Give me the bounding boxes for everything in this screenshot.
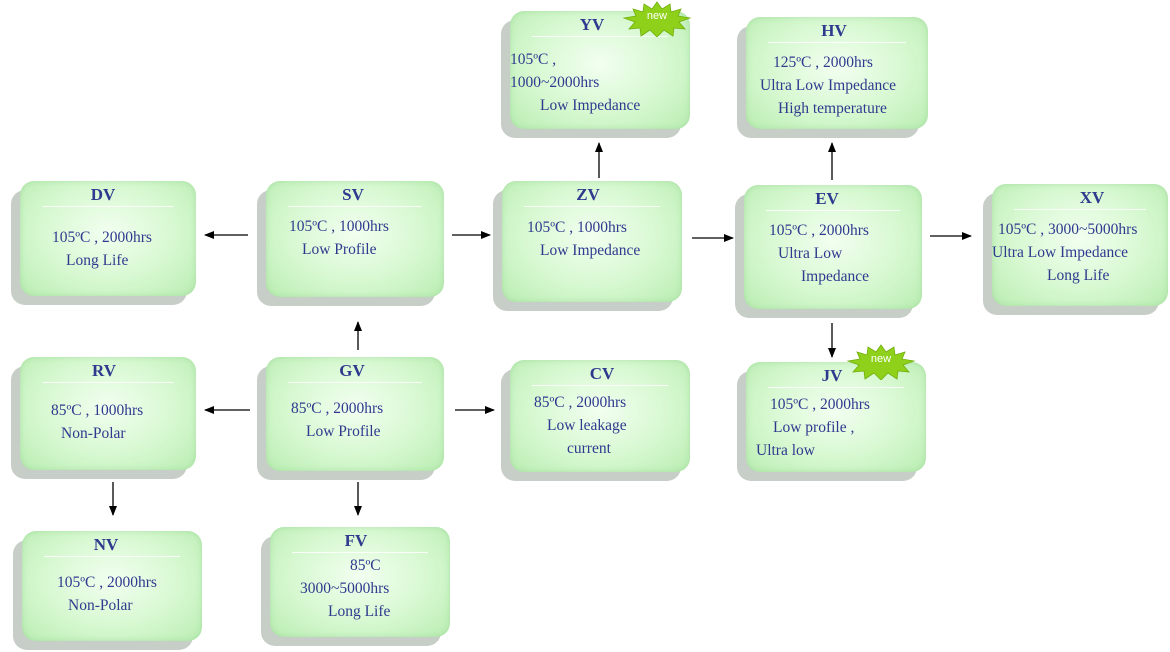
node-yv-line-3: Low Impedance [540, 97, 641, 114]
new-badge: new [622, 1, 692, 37]
node-cv-line-3: current [567, 440, 611, 457]
node-ev-line-2: Ultra Low [778, 245, 843, 262]
node-sv-title: SV [342, 185, 364, 204]
node-sv-line-2: Low Profile [302, 241, 377, 258]
new-badge: new [846, 344, 916, 380]
node-dv: DV 105ºC , 2000hrs Long Life [11, 181, 196, 305]
node-gv-title: GV [339, 361, 365, 380]
node-cv: CV 85ºC , 2000hrs Low leakage current [501, 360, 690, 481]
node-yv-line-1: 105ºC , [510, 51, 557, 68]
node-jv-line-3: Ultra low [756, 442, 815, 459]
node-ev-line-1: 105ºC , 2000hrs [769, 222, 869, 239]
node-yv: YV 105ºC , 1000~2000hrs Low Impedance ne… [501, 1, 692, 138]
node-jv-line-2: Low profile , [773, 419, 855, 436]
node-yv-title: YV [579, 15, 605, 34]
node-rv-line-2: Non-Polar [61, 425, 126, 442]
node-dv-line-2: Long Life [66, 252, 129, 269]
node-jv-line-1: 105ºC , 2000hrs [770, 396, 870, 413]
node-fv-line-3: Long Life [328, 603, 391, 620]
node-cv-line-1: 85ºC , 2000hrs [534, 394, 627, 411]
node-nv-line-2: Non-Polar [68, 597, 133, 614]
node-ev-title: EV [815, 189, 839, 208]
node-yv-line-2: 1000~2000hrs [510, 74, 600, 91]
node-nv-line-1: 105ºC , 2000hrs [57, 574, 157, 591]
node-nv: NV 105ºC , 2000hrs Non-Polar [13, 531, 202, 650]
node-zv: ZV 105ºC , 1000hrs Low Impedance [493, 181, 682, 311]
node-hv-line-2: Ultra Low Impedance [760, 77, 896, 94]
node-xv-line-3: Long Life [1047, 267, 1110, 284]
node-ev: EV 105ºC , 2000hrs Ultra Low Impedance [735, 185, 922, 318]
node-zv-line-2: Low Impedance [540, 242, 641, 259]
node-jv-title: JV [821, 366, 843, 385]
node-sv-line-1: 105ºC , 1000hrs [289, 218, 389, 235]
node-xv-line-1: 105ºC , 3000~5000hrs [998, 221, 1138, 238]
node-zv-line-1: 105ºC , 1000hrs [527, 219, 627, 236]
node-fv-title: FV [344, 531, 368, 550]
node-sv: SV 105ºC , 1000hrs Low Profile [257, 181, 444, 306]
node-cv-line-2: Low leakage [547, 417, 627, 434]
node-xv-title: XV [1079, 188, 1105, 207]
node-jv: JV 105ºC , 2000hrs Low profile , Ultra l… [737, 344, 926, 481]
node-xv-line-2: Ultra Low Impedance [992, 244, 1128, 261]
node-hv: HV 125ºC , 2000hrs Ultra Low Impedance H… [737, 17, 928, 138]
node-gv: GV 85ºC , 2000hrs Low Profile [257, 357, 444, 480]
node-fv: FV 85ºC 3000~5000hrs Long Life [261, 527, 450, 646]
node-fv-line-2: 3000~5000hrs [300, 580, 390, 597]
node-rv-line-1: 85ºC , 1000hrs [51, 402, 144, 419]
node-hv-line-3: High temperature [778, 100, 887, 117]
node-ev-line-3: Impedance [801, 268, 869, 285]
node-zv-title: ZV [576, 185, 600, 204]
new-badge-label: new [870, 353, 892, 365]
node-cv-title: CV [589, 364, 615, 383]
node-hv-title: HV [821, 21, 847, 40]
node-nv-title: NV [93, 535, 119, 554]
new-badge-label: new [646, 10, 668, 22]
node-hv-line-1: 125ºC , 2000hrs [773, 54, 873, 71]
node-rv-title: RV [92, 361, 116, 380]
node-fv-line-1: 85ºC [350, 557, 381, 574]
node-gv-line-2: Low Profile [306, 423, 381, 440]
node-dv-title: DV [90, 185, 116, 204]
node-dv-line-1: 105ºC , 2000hrs [52, 229, 152, 246]
node-xv: XV 105ºC , 3000~5000hrs Ultra Low Impeda… [983, 184, 1168, 315]
node-gv-line-1: 85ºC , 2000hrs [291, 400, 384, 417]
node-rv: RV 85ºC , 1000hrs Non-Polar [11, 357, 196, 479]
